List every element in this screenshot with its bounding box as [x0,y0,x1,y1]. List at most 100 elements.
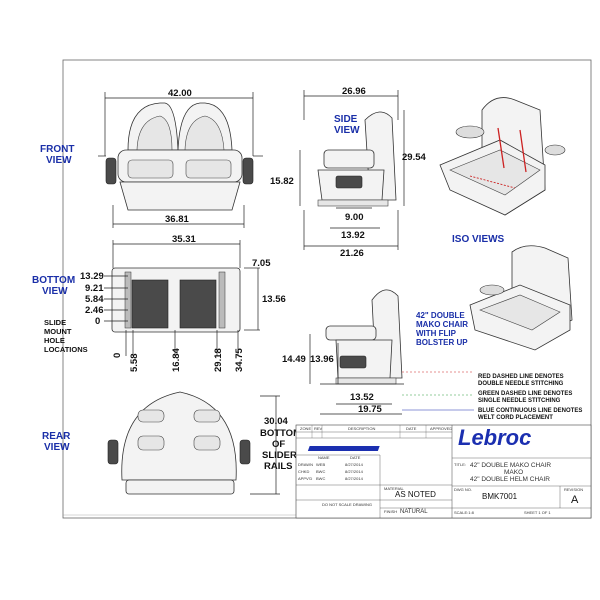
dim-b-0h: 0 [112,353,123,358]
blue-welt-note-line2: WELT CORD PLACEMENT [478,415,553,421]
tb-drawing-no: BMK7001 [482,492,518,501]
tb-dwn: WEB [316,462,325,467]
slide-mount-note-line3: HOLE [44,336,65,345]
tb-title3: 42" DOUBLE HELM CHAIR [470,476,550,483]
iso-view-bottom [469,245,573,351]
dim-side-seat-h: 15.82 [270,176,294,187]
dim-side-depth: 26.96 [342,86,366,97]
dim-front-width: 42.00 [168,88,192,99]
bottom-view [104,240,260,356]
red-stitch-note-line2: DOUBLE NEEDLE STITCHING [478,381,564,387]
rear-note-line3: SLIDER [262,450,297,461]
tb-date3: 8/27/2014 [345,476,364,481]
side-view-label-line2: VIEW [334,125,360,136]
tb-finish: NATURAL [400,509,428,515]
tb-date2: 8/27/2014 [345,469,364,474]
tb-dont-scale: DO NOT SCALE DRAWING [322,502,372,507]
dim-b-0v: 0 [95,316,100,327]
bottom-view-label-line2: VIEW [42,286,68,297]
tb-scale: SCALE:1:8 [454,510,475,515]
dim-side-2126: 21.26 [340,248,364,259]
tb-rev-lbl: REVISION [564,487,583,492]
tb-apvd: BWC [316,476,325,481]
tb-description: DESCRIPTION [348,426,375,431]
dim-side-1392: 13.92 [341,230,365,241]
dim-side-height: 29.54 [402,152,426,163]
rear-view-label-line1: REAR [42,431,71,442]
dim-b-558: 5.58 [129,354,140,373]
iso-view-top [439,97,566,216]
tb-date-lbl: DATE [350,455,361,460]
slide-mount-note-line4: LOCATIONS [44,345,88,354]
dim-side-9: 9.00 [345,212,364,223]
tb-tolerance: AS NOTED [395,490,436,499]
rear-note-line4: RAILS [264,461,293,472]
dim-front-base: 36.81 [165,214,189,225]
front-view-label-line2: VIEW [46,155,72,166]
flip-bolster-view [309,289,474,415]
lebroc-logo [307,446,380,451]
dim-b-3475: 34.75 [234,348,245,372]
tb-title1: 42" DOUBLE MAKO CHAIR [470,462,551,469]
slide-mount-note-line1: SLIDE [44,318,66,327]
front-view [98,92,263,228]
tb-zone: ZONE [300,426,311,431]
bottom-view-label-line1: BOTTOM [32,275,75,286]
dim-flip-1396: 13.96 [310,354,334,365]
tb-appvd-lbl: APPV'D [298,476,312,481]
tb-title2: MAKO [504,469,523,476]
red-stitch-note-line1: RED DASHED LINE DENOTES [478,374,564,380]
logo-sub: INDUSTRIES [495,446,520,451]
tb-revision: A [571,494,579,506]
logo-text: Lebroc [458,425,531,450]
rear-view-label-line2: VIEW [44,442,70,453]
tb-chkd-lbl: CHKD [298,469,309,474]
tb-name-lbl: NAME [318,455,330,460]
front-view-label-line1: FRONT [40,144,74,155]
dim-flip-1449: 14.49 [282,354,306,365]
flip-note-line4: BOLSTER UP [416,338,468,347]
tb-sheet: SHEET 1 OF 1 [524,510,551,515]
title-block [295,424,592,519]
tb-date1: 8/27/2014 [345,462,364,467]
tb-approved: APPROVED [430,426,452,431]
dim-b-1684: 16.84 [171,348,182,372]
green-stitch-note-line1: GREEN DASHED LINE DENOTES [478,391,572,397]
dim-b-1329: 13.29 [80,271,104,282]
dim-b-921: 9.21 [85,283,104,294]
dim-flip-1975: 19.75 [358,404,382,415]
dim-b-584: 5.84 [85,294,104,305]
rear-view [107,391,280,495]
flip-note-line1: 42" DOUBLE [416,311,465,320]
blue-welt-note-line1: BLUE CONTINUOUS LINE DENOTES [478,408,582,414]
flip-note-line2: MAKO CHAIR [416,320,468,329]
slide-mount-note-line2: MOUNT [44,327,72,336]
tb-drawn-lbl: DRAWN [298,462,313,467]
dim-bottom-1356: 13.56 [262,294,286,305]
tb-date: DATE [406,426,417,431]
side-view-label-line1: SIDE [334,114,358,125]
side-view [299,90,405,250]
flip-note-line3: WITH FLIP [416,329,457,338]
dim-flip-1352: 13.52 [350,392,374,403]
tb-material-lbl: MATERIAL [384,486,404,491]
dim-bottom-width: 35.31 [172,234,196,245]
rear-note-line2: OF [272,439,285,450]
rear-note-line1: BOTTOM [260,428,301,439]
green-stitch-note-line2: SINGLE NEEDLE STITCHING [478,398,561,404]
dim-bottom-705: 7.05 [252,258,271,269]
tb-chkd: BWC [316,469,325,474]
dim-rear-3004: 30.04 [264,416,288,427]
tb-finish-lbl: FINISH [384,509,397,514]
